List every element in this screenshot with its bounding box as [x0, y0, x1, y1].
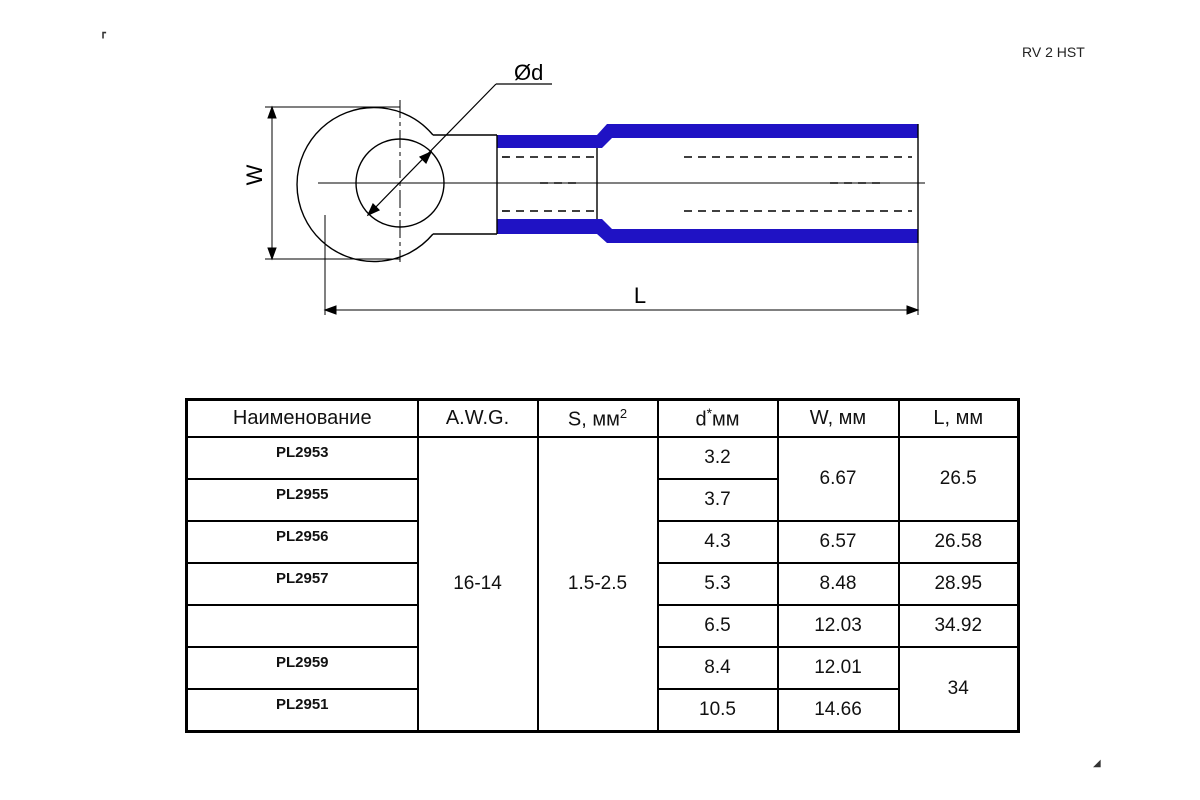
d-cell: 5.3 [656, 562, 779, 606]
l-cell: 34.92 [897, 604, 1020, 648]
l-cell: 28.95 [897, 562, 1020, 606]
table-row: PL2951 10.5 14.66 [185, 688, 1019, 733]
name-cell [185, 604, 419, 648]
table-row: PL2955 3.7 [185, 478, 1019, 522]
hidden-lines [502, 156, 912, 212]
table-row: PL2959 8.4 12.01 34 [185, 646, 1020, 733]
header-awg: A.W.G. [416, 398, 539, 438]
corner-mark-top-left: ┏ [100, 28, 107, 39]
diameter-leader [366, 83, 552, 217]
terminal-drawing: W L Ød [242, 60, 925, 315]
header-w: W, мм [776, 398, 900, 438]
w-cell: 8.48 [776, 562, 900, 606]
table-row: PL2953 16-14 1.5-2.5 3.2 6.67 26.5 [185, 436, 1020, 733]
w-cell: 6.57 [776, 520, 900, 564]
w-cell: 12.03 [776, 604, 900, 648]
header-d: d*мм [656, 398, 779, 438]
insulation-sleeve [497, 124, 918, 243]
table-row: PL2956 4.3 6.57 26.58 [185, 520, 1020, 564]
length-dimension [323, 215, 920, 315]
corner-mark-bottom-right: ◢ [1093, 758, 1101, 769]
width-dimension [265, 105, 400, 261]
length-label: L [634, 283, 646, 308]
name-cell: PL2955 [185, 478, 419, 522]
w-cell: 6.67 [776, 436, 900, 522]
d-cell: 3.7 [656, 478, 779, 522]
name-cell: PL2956 [185, 520, 419, 564]
s-cell: 1.5-2.5 [536, 436, 659, 733]
header-s: S, мм2 [536, 398, 659, 438]
insulation-bottom [497, 219, 918, 243]
l-cell: 34 [897, 646, 1020, 733]
d-cell: 4.3 [656, 520, 779, 564]
w-cell: 14.66 [776, 688, 900, 733]
w-cell: 12.01 [776, 646, 900, 690]
model-code: RV 2 HST [1022, 44, 1085, 60]
name-cell: PL2959 [185, 646, 419, 690]
header-row: Наименование A.W.G. S, мм2 d*мм W, мм L,… [185, 398, 1020, 438]
name-cell: PL2957 [185, 562, 419, 606]
table-row: 6.5 12.03 34.92 [185, 604, 1020, 648]
awg-cell: 16-14 [416, 436, 539, 733]
spec-table: Наименование A.W.G. S, мм2 d*мм W, мм L,… [185, 398, 1020, 733]
table-row: PL2957 5.3 8.48 28.95 [185, 562, 1020, 606]
width-label: W [242, 164, 267, 185]
header-l: L, мм [897, 398, 1020, 438]
header-name: Наименование [185, 398, 419, 438]
ring-outline [296, 106, 497, 263]
l-cell: 26.5 [897, 436, 1020, 522]
name-cell: PL2951 [185, 688, 419, 733]
d-cell: 10.5 [656, 688, 779, 733]
d-cell: 8.4 [656, 646, 779, 690]
d-cell: 3.2 [656, 436, 779, 480]
d-cell: 6.5 [656, 604, 779, 648]
outline [296, 100, 925, 263]
l-cell: 26.58 [897, 520, 1020, 564]
insulation-top [497, 124, 918, 148]
name-cell: PL2953 [185, 436, 419, 480]
diameter-label: Ød [514, 60, 543, 85]
